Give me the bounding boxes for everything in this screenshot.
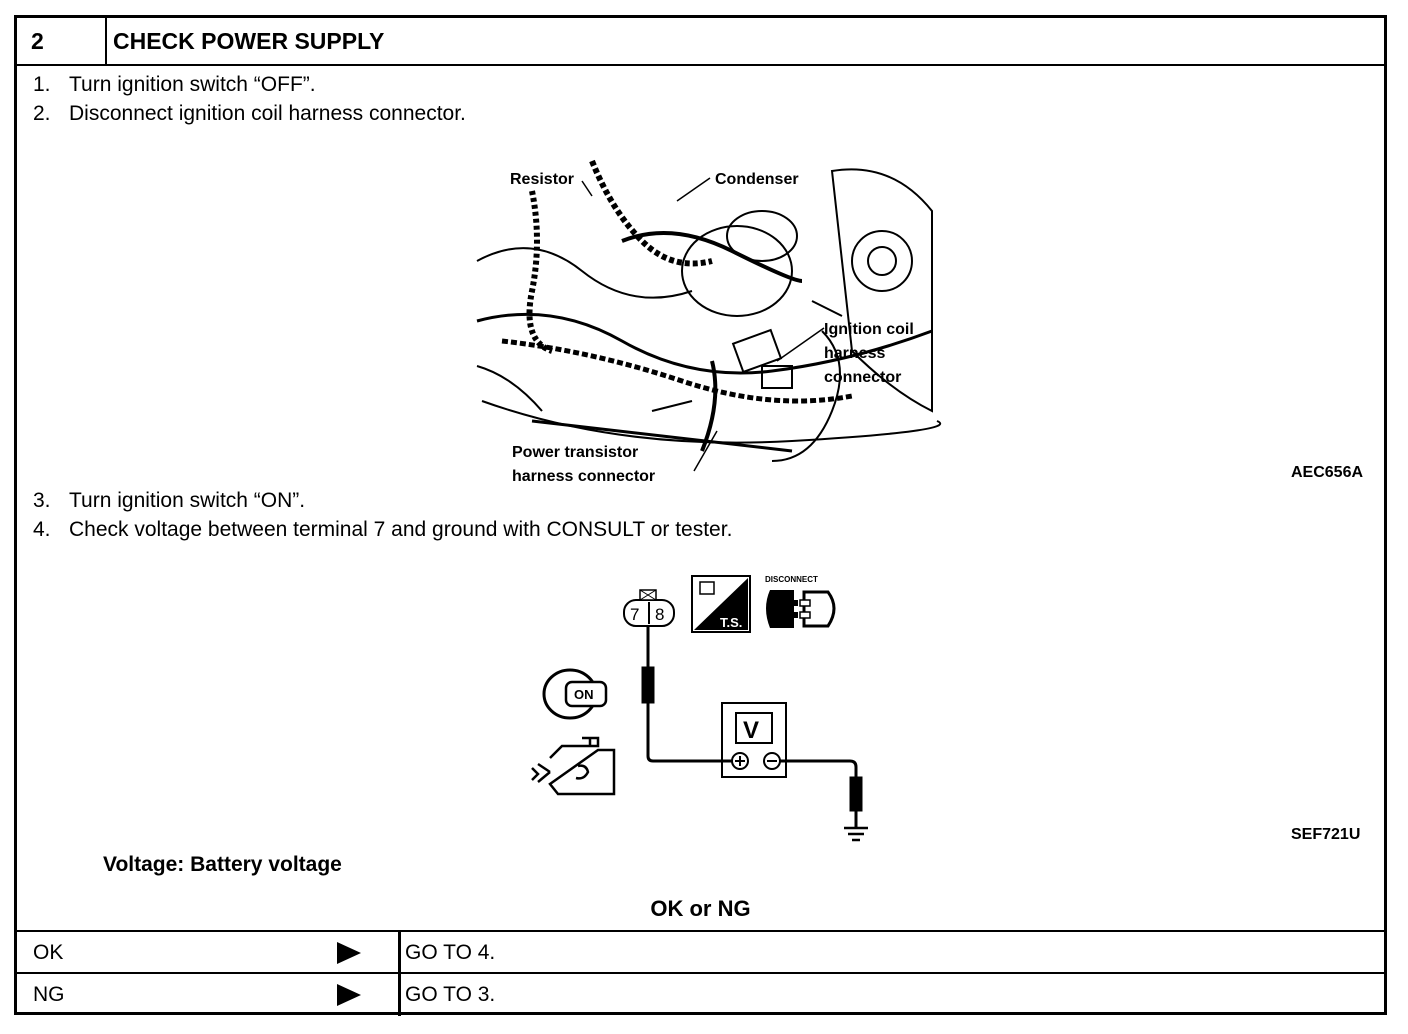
ignition-key-icon: ON [542,668,608,720]
step-4-text: Check voltage between terminal 7 and gro… [69,518,733,541]
procedure-frame: 2 CHECK POWER SUPPLY 1. Turn ignition swi… [14,15,1387,1016]
meter-v-label: V [743,717,759,744]
engine-bay-illustration: Resistor Condenser Ignition coil harness… [476,159,942,481]
voltmeter-icon: V [721,702,787,778]
right-arrow-icon [337,984,361,1006]
coil-label-line1: Ignition coil [824,321,914,338]
result-ok-goto: GO TO 4. [405,941,496,964]
coil-label-line3: connector [824,369,901,386]
power-transistor-label-line2: harness connector [512,468,655,481]
probe-wires [641,626,863,828]
condenser-label: Condenser [715,171,799,188]
figure1-code: AEC656A [1291,464,1364,481]
step-header: 2 CHECK POWER SUPPLY [17,18,1384,66]
power-transistor-label-line1: Power transistor [512,444,638,461]
result-ng-label: NG [33,983,65,1006]
ground-symbol [844,826,868,842]
terminal-8-label: 8 [655,605,664,624]
disconnect-icon: DISCONNECT [765,575,836,628]
engine-icon [531,736,616,796]
step-number: 2 [17,18,107,64]
coil-label-line2: harness [824,345,885,362]
terminal-7-label: 7 [630,605,639,624]
step-2-number: 2. [33,102,51,125]
column-divider [398,974,401,1016]
step-4-number: 4. [33,518,51,541]
resistor-label: Resistor [510,171,574,188]
step-1: 1. Turn ignition switch “OFF”. [33,73,316,97]
step-4: 4. Check voltage between terminal 7 and g… [33,518,732,542]
step-1-number: 1. [33,73,51,96]
result-row-ok: OK GO TO 4. [17,930,1384,974]
voltage-spec: Voltage: Battery voltage [103,853,342,876]
step-1-text: Turn ignition switch “OFF”. [69,73,316,96]
step-2: 2. Disconnect ignition coil harness conne… [33,102,466,126]
connector-7-8: 7 8 [623,589,675,627]
ts-label: T.S. [720,615,742,630]
result-ng-goto: GO TO 3. [405,983,496,1006]
figure2-code: SEF721U [1291,826,1361,843]
tester-icon: T.S. [691,575,751,633]
result-ok-label: OK [33,941,64,964]
voltage-check-diagram: 7 8 T.S. DISCONNECT ON [531,575,868,842]
disconnect-label: DISCONNECT [765,575,818,584]
step-title: CHECK POWER SUPPLY [113,28,385,54]
step-2-text: Disconnect ignition coil harness connect… [69,102,466,125]
decision-heading: OK or NG [650,896,751,921]
step-3-text: Turn ignition switch “ON”. [69,489,306,512]
result-row-ng: NG GO TO 3. [17,972,1384,1016]
step-3: 3. Turn ignition switch “ON”. [33,489,305,513]
step-3-number: 3. [33,489,51,512]
switch-on-label: ON [574,687,594,702]
column-divider [398,932,401,974]
right-arrow-icon [337,942,361,964]
